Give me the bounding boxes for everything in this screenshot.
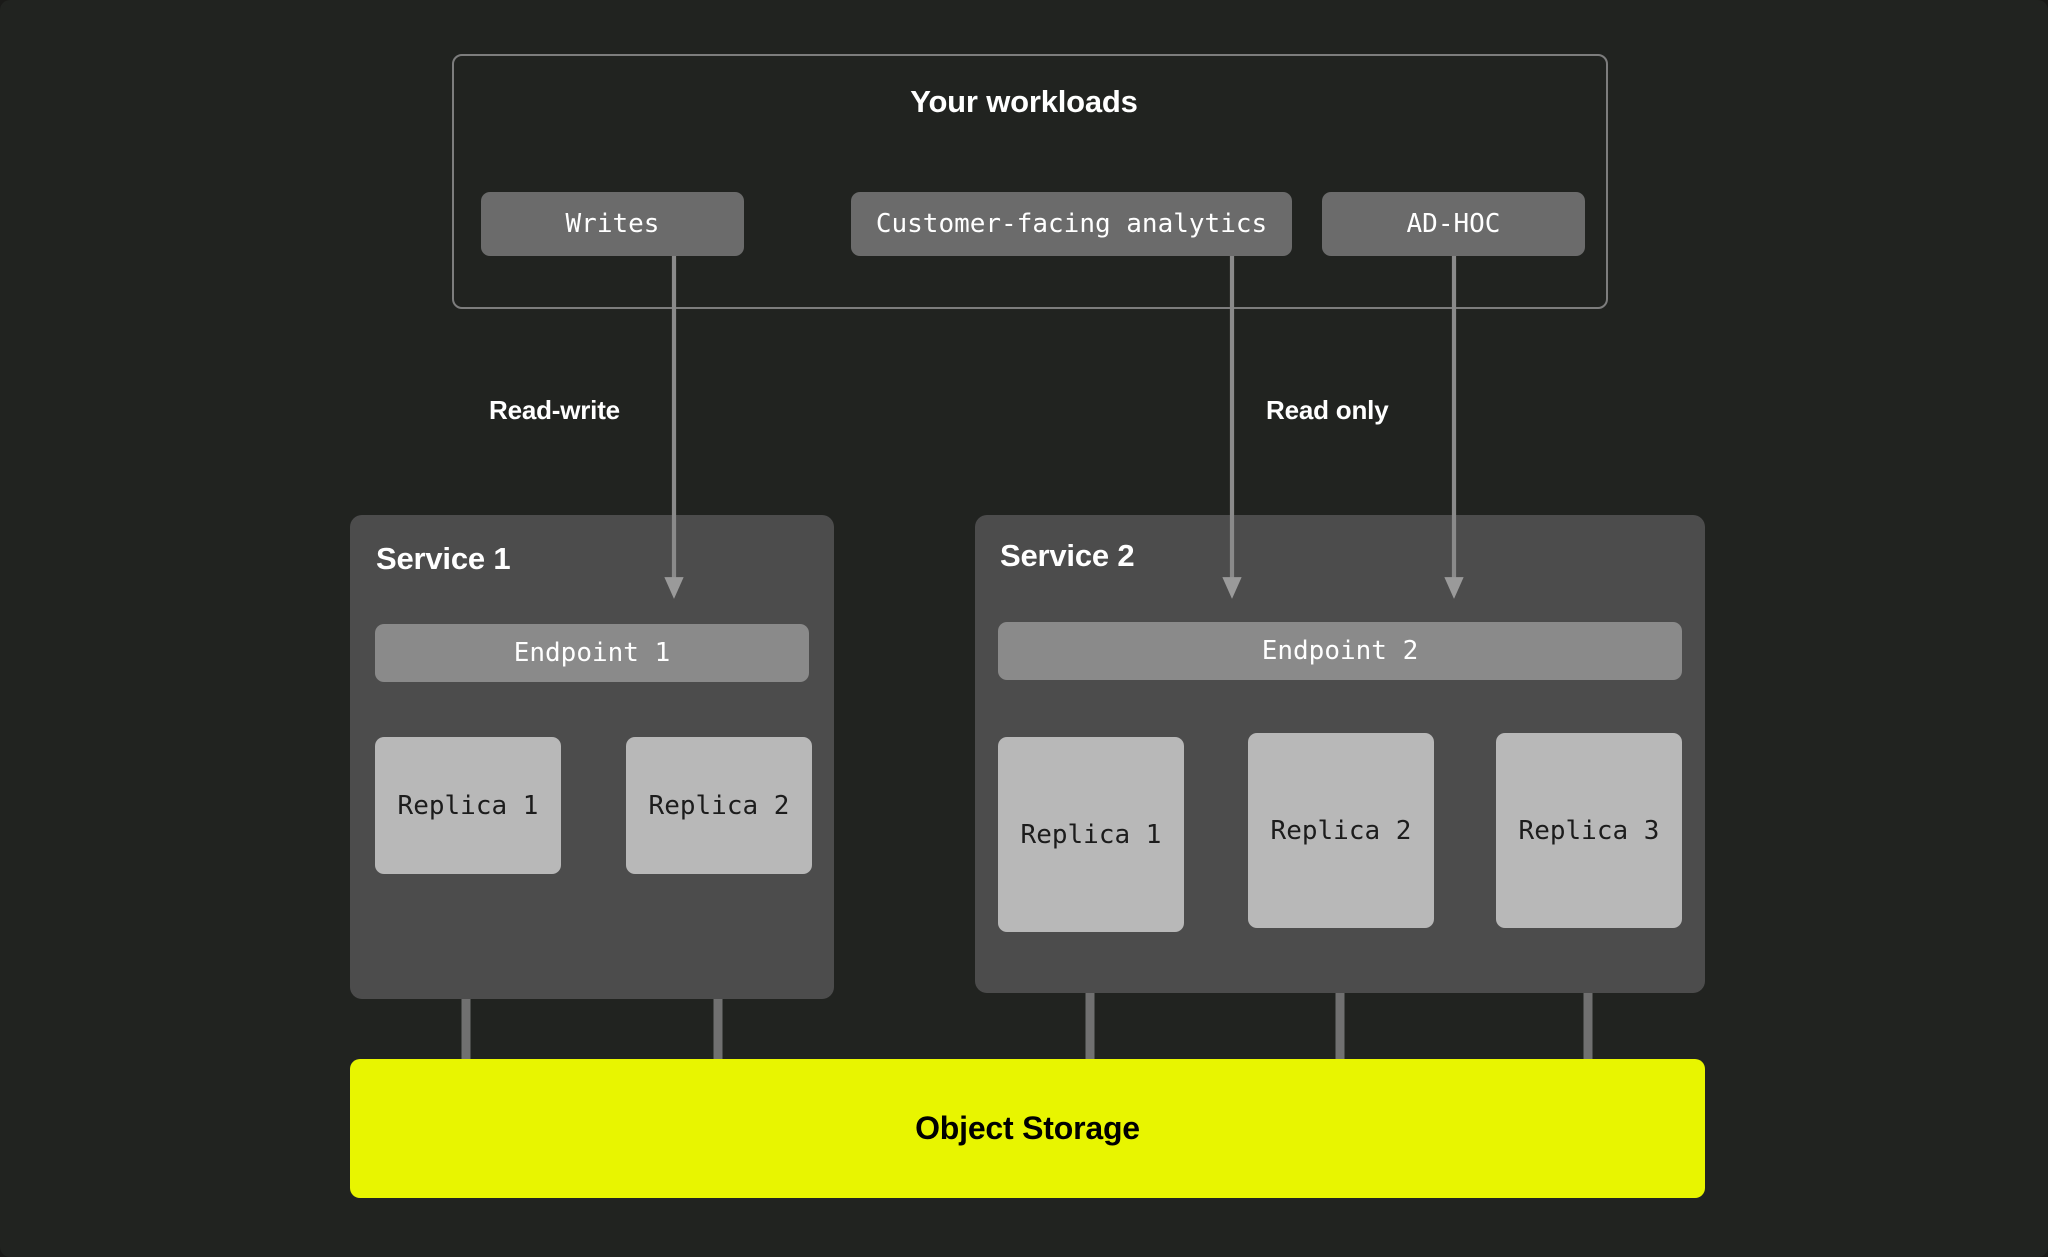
service-1-title: Service 1 bbox=[376, 541, 511, 576]
edge-label-read-only: Read only bbox=[1266, 395, 1389, 425]
edge-label-read-write: Read-write bbox=[489, 395, 620, 425]
service-1-replica-2[interactable]: Replica 2 bbox=[626, 737, 812, 874]
service-2-replica-1[interactable]: Replica 1 bbox=[998, 737, 1184, 932]
service-1-replica-1[interactable]: Replica 1 bbox=[375, 737, 561, 874]
service-2-replica-2[interactable]: Replica 2 bbox=[1248, 733, 1434, 928]
object-storage-label: Object Storage bbox=[915, 1110, 1140, 1146]
your-workloads-title: Your workloads bbox=[910, 84, 1138, 119]
workload-chip-ad-hoc[interactable]: AD-HOC bbox=[1322, 192, 1585, 256]
workload-chip-writes[interactable]: Writes bbox=[481, 192, 744, 256]
service-2-title: Service 2 bbox=[1000, 538, 1135, 573]
your-workloads-container bbox=[452, 54, 1608, 309]
object-storage-bar[interactable]: Object Storage bbox=[350, 1059, 1705, 1198]
workload-chip-customer-facing-analytics[interactable]: Customer-facing analytics bbox=[851, 192, 1292, 256]
service-2-replica-3[interactable]: Replica 3 bbox=[1496, 733, 1682, 928]
service-1-endpoint[interactable]: Endpoint 1 bbox=[375, 624, 809, 682]
service-2-endpoint[interactable]: Endpoint 2 bbox=[998, 622, 1682, 680]
